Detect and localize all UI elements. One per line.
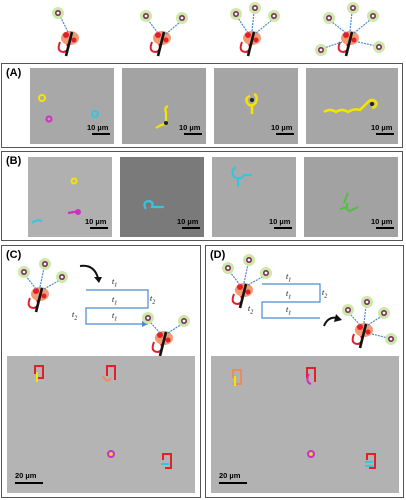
scale-bar <box>376 227 394 229</box>
panel-c: (C) t1 t1 t1 t2 t2 <box>1 245 201 498</box>
panel-a-image-1: 10 µm <box>30 68 114 144</box>
scale-label: 10 µm <box>271 123 293 132</box>
panel-d-schematic <box>222 254 397 350</box>
panel-b-image-2: 10 µm <box>120 157 204 237</box>
panel-b: (B) 10 µm 10 µm 10 µm 10 µm <box>1 151 403 241</box>
scale-bar <box>184 133 202 135</box>
scale-bar <box>15 482 43 484</box>
t1-label: t1 <box>286 305 292 317</box>
panel-a-image-4: 10 µm <box>306 68 398 144</box>
scale-label: 10 µm <box>179 123 201 132</box>
scale-label: 10 µm <box>269 217 291 226</box>
panel-c-schematic <box>18 258 190 356</box>
scale-bar <box>274 227 292 229</box>
panel-a-label: (A) <box>6 67 22 79</box>
scale-label: 20 µm <box>219 471 241 480</box>
scale-bar <box>219 482 247 484</box>
panel-c-label: (C) <box>6 249 22 261</box>
panel-d-image: 20 µm <box>211 356 399 493</box>
scale-bar <box>276 133 294 135</box>
top-schematics <box>52 2 385 58</box>
panel-c-image: 20 µm <box>7 356 195 493</box>
t2-label: t2 <box>322 288 328 300</box>
panel-a-image-3: 10 µm <box>214 68 298 144</box>
panel-b-image-4: 10 µm <box>304 157 398 237</box>
t2-label: t2 <box>248 304 254 316</box>
panel-a: (A) 10 µm 10 µm 10 µm 10 µm <box>1 63 403 148</box>
t2-label: t2 <box>150 294 156 306</box>
panel-d-label: (D) <box>210 249 226 261</box>
scale-label: 10 µm <box>371 123 393 132</box>
scale-bar <box>182 227 200 229</box>
t1-label: t1 <box>112 311 118 323</box>
scale-bar <box>376 133 394 135</box>
t1-label: t1 <box>112 295 118 307</box>
scale-label: 10 µm <box>177 217 199 226</box>
t2-label: t2 <box>72 310 78 322</box>
panel-b-label: (B) <box>6 155 22 167</box>
panel-b-image-1: 10 µm <box>28 157 112 237</box>
scale-label: 10 µm <box>87 123 109 132</box>
scale-label: 10 µm <box>85 217 107 226</box>
scale-bar <box>92 133 110 135</box>
t1-label: t1 <box>112 277 118 289</box>
t1-label: t1 <box>286 272 292 284</box>
scale-label: 10 µm <box>371 217 393 226</box>
panel-d: (D) t1 t1 t1 t2 t2 <box>205 245 404 498</box>
panel-b-image-3: 10 µm <box>212 157 296 237</box>
scale-label: 20 µm <box>15 471 37 480</box>
panel-a-image-2: 10 µm <box>122 68 206 144</box>
t1-label: t1 <box>286 289 292 301</box>
scale-bar <box>90 227 108 229</box>
